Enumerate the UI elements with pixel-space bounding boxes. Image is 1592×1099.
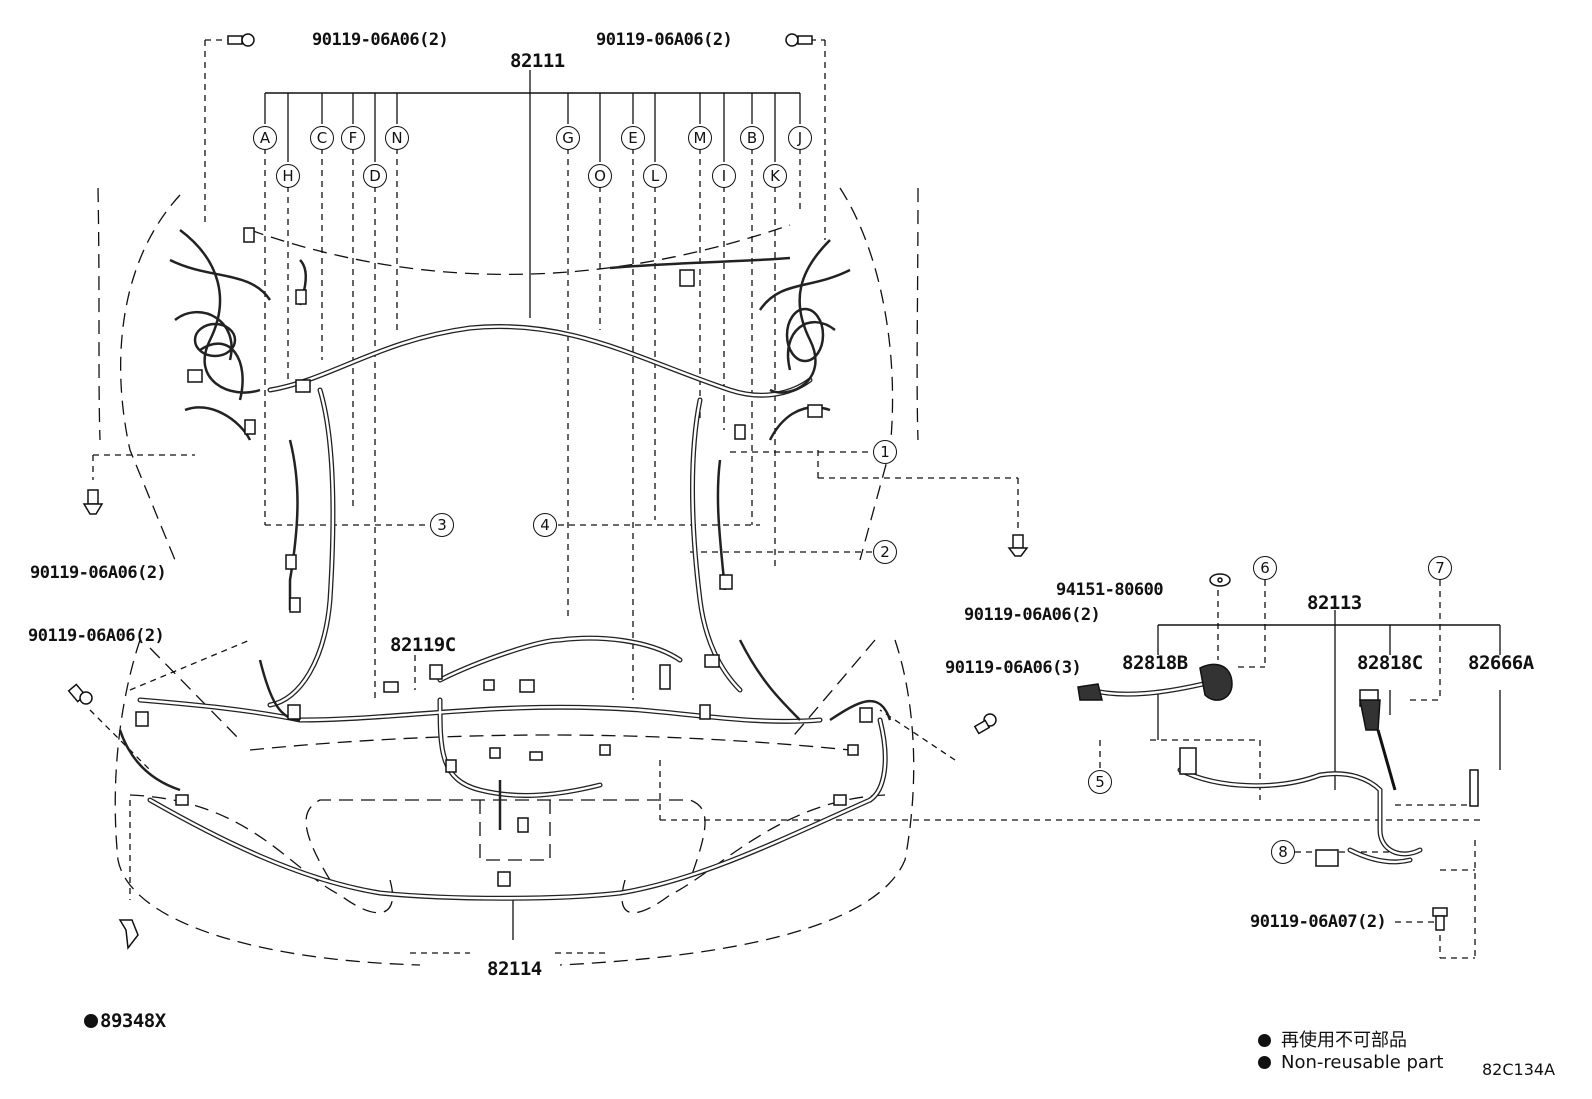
bolt-icon-top-left bbox=[227, 33, 255, 47]
callout-1: 1 bbox=[873, 440, 897, 464]
part-bolt-lower-right: 90119-06A06(3) bbox=[945, 658, 1082, 678]
connector-label-H: H bbox=[276, 164, 300, 188]
connector-label-F: F bbox=[341, 126, 365, 150]
connector-label-D: D bbox=[363, 164, 387, 188]
part-82666A: 82666A bbox=[1468, 652, 1534, 674]
part-94151: 94151-80600 bbox=[1056, 580, 1164, 600]
callout-3: 3 bbox=[430, 513, 454, 537]
legend-en-text: Non-reusable part bbox=[1281, 1052, 1444, 1073]
connector-label-A: A bbox=[253, 126, 277, 150]
callout-7: 7 bbox=[1428, 556, 1452, 580]
connector-label-B: B bbox=[740, 126, 764, 150]
callout-6: 6 bbox=[1253, 556, 1277, 580]
connector-label-N: N bbox=[385, 126, 409, 150]
part-82818C: 82818C bbox=[1357, 652, 1423, 674]
connector-label-I: I bbox=[712, 164, 736, 188]
part-82111: 82111 bbox=[510, 50, 565, 72]
connector-label-E: E bbox=[621, 126, 645, 150]
callout-2: 2 bbox=[873, 540, 897, 564]
callout-8: 8 bbox=[1271, 840, 1295, 864]
part-89348X: 89348X bbox=[84, 1010, 166, 1032]
connector-label-J: J bbox=[788, 126, 812, 150]
bolt-icon-lower-right bbox=[973, 713, 997, 735]
legend-dot-icon bbox=[1258, 1056, 1271, 1069]
legend-jp: 再使用不可部品 bbox=[1258, 1026, 1407, 1052]
bolt-icon-right bbox=[1007, 534, 1029, 557]
part-82818B: 82818B bbox=[1122, 652, 1188, 674]
bolt-icon-top-right bbox=[785, 33, 813, 47]
connector-label-L: L bbox=[643, 164, 667, 188]
diagram-code: 82C134A bbox=[1482, 1060, 1556, 1079]
part-bolt-lower-left: 90119-06A06(2) bbox=[28, 626, 165, 646]
bolt-icon-07 bbox=[1432, 907, 1448, 931]
part-82114: 82114 bbox=[487, 958, 542, 980]
clip-icon-94151 bbox=[1209, 573, 1231, 587]
connector-label-G: G bbox=[556, 126, 580, 150]
non-reusable-dot-icon bbox=[84, 1014, 98, 1028]
clip-icon-89348X bbox=[118, 919, 139, 950]
harness-cluster-left bbox=[169, 229, 307, 610]
part-bolt-top-left: 90119-06A06(2) bbox=[312, 30, 449, 50]
bolt-icon-lower-left bbox=[67, 683, 93, 705]
part-bolt-left: 90119-06A06(2) bbox=[30, 563, 167, 583]
part-82119C: 82119C bbox=[390, 634, 456, 656]
connector-label-O: O bbox=[588, 164, 612, 188]
bolt-icons bbox=[67, 33, 1448, 950]
part-bolt-07: 90119-06A07(2) bbox=[1250, 912, 1387, 932]
legend-en: Non-reusable part bbox=[1258, 1052, 1443, 1073]
connector-label-M: M bbox=[688, 126, 712, 150]
connector-label-C: C bbox=[310, 126, 334, 150]
legend-dot-icon bbox=[1258, 1034, 1271, 1047]
callout-4: 4 bbox=[533, 513, 557, 537]
harness-cluster-right bbox=[609, 239, 851, 591]
part-89348X-text: 89348X bbox=[100, 1010, 166, 1032]
callout-5: 5 bbox=[1088, 770, 1112, 794]
bolt-icon-left bbox=[82, 489, 104, 515]
legend-jp-text: 再使用不可部品 bbox=[1281, 1030, 1407, 1051]
connector-label-K: K bbox=[763, 164, 787, 188]
part-bolt-top-right: 90119-06A06(2) bbox=[596, 30, 733, 50]
part-82113: 82113 bbox=[1307, 592, 1362, 614]
part-bolt-right: 90119-06A06(2) bbox=[964, 605, 1101, 625]
